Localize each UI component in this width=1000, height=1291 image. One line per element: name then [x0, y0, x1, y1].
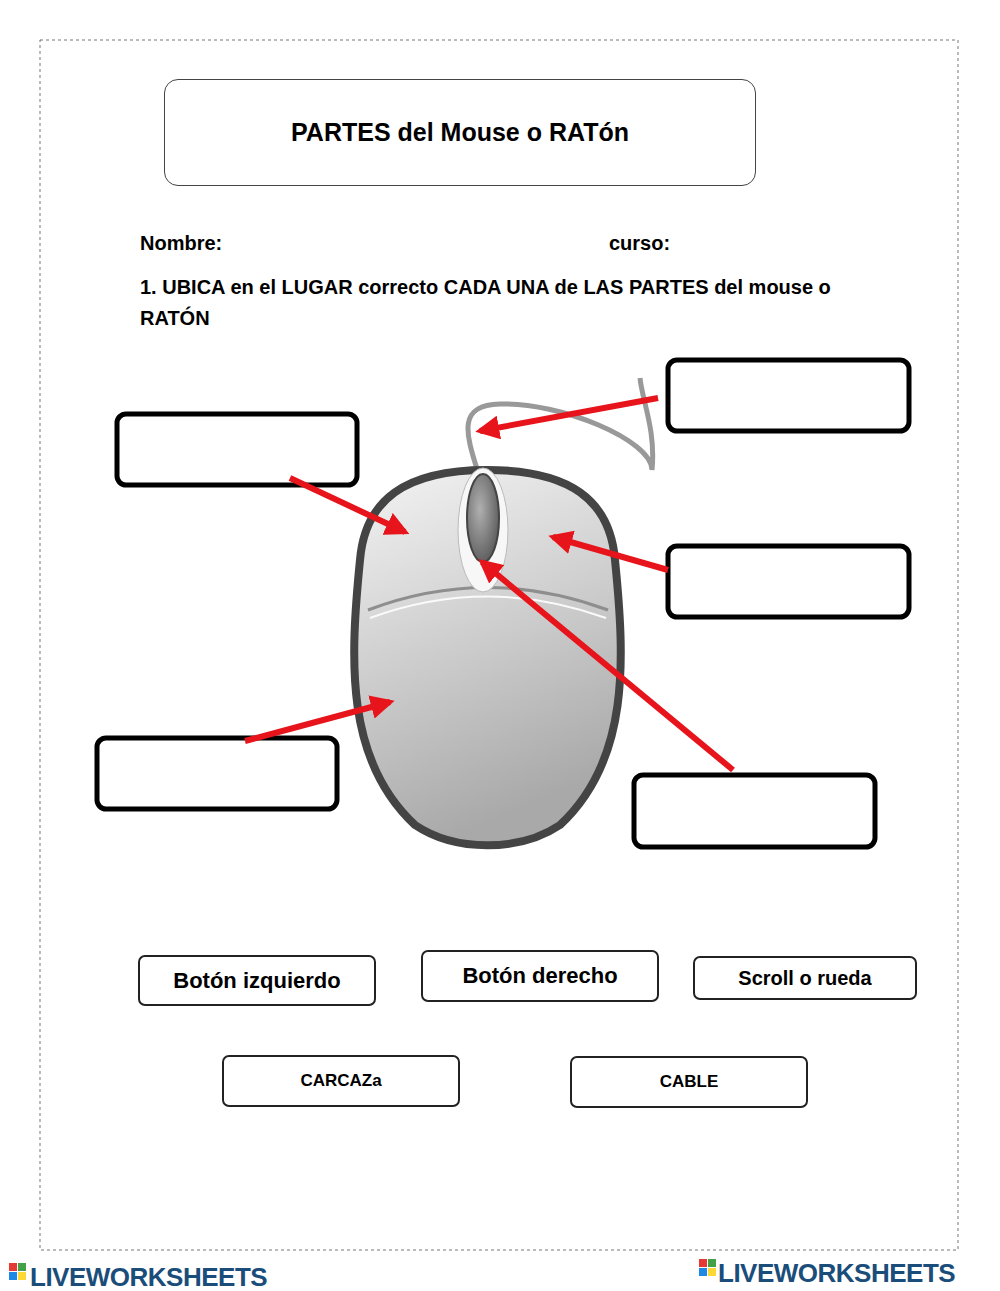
word-bank-box: Scroll o rueda	[693, 956, 917, 1000]
worksheet-title: PARTES del Mouse o RATón	[291, 118, 629, 147]
scroll-wheel	[467, 474, 499, 562]
part-name: Botón izquierdo	[173, 968, 340, 994]
part-name: CABLE	[660, 1072, 719, 1092]
pointer-arrow	[245, 702, 390, 741]
part-name: Scroll o rueda	[738, 967, 871, 990]
word-bank-box: CABLE	[570, 1056, 808, 1108]
word-bank-box: Botón izquierdo	[138, 955, 376, 1006]
answer-box	[668, 360, 909, 431]
instruction-text: 1. UBICA en el LUGAR correcto CADA UNA d…	[140, 272, 840, 334]
name-field: Nombre:	[140, 228, 222, 259]
course-field: curso:	[609, 228, 670, 259]
answer-boxes	[97, 360, 909, 847]
watermark: LIVEWORKSHEETS	[30, 1257, 267, 1291]
part-name: CARCAZa	[300, 1071, 381, 1091]
mouse-drawing	[354, 378, 652, 845]
pointer-arrow	[480, 398, 658, 431]
part-name: Botón derecho	[462, 963, 617, 989]
pointer-arrow	[553, 537, 668, 570]
pointer-arrow	[290, 478, 405, 532]
word-bank-box: Botón derecho	[421, 950, 659, 1002]
answer-box	[117, 414, 357, 485]
title-box: PARTES del Mouse o RATón	[164, 79, 756, 186]
answer-box	[634, 775, 875, 847]
wheel-recess	[458, 468, 508, 592]
button-divider-light	[370, 597, 606, 619]
watermark: LIVEWORKSHEETS	[718, 1253, 955, 1291]
pointer-arrow	[482, 562, 733, 770]
word-bank-box: CARCAZa	[222, 1055, 460, 1107]
answer-box	[97, 738, 337, 809]
pointer-arrows	[245, 398, 733, 770]
page-border	[40, 40, 958, 1250]
mouse-cable	[468, 378, 653, 472]
answer-box	[668, 546, 909, 617]
